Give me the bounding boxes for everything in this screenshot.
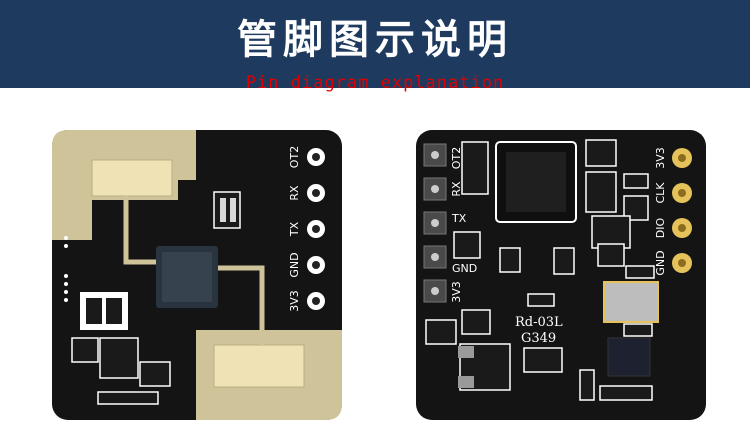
left-board — [52, 130, 342, 420]
right-label-ot2: OT2 — [450, 147, 463, 169]
model-label: Rd-03L — [515, 315, 563, 330]
left-pin-headers — [307, 148, 325, 310]
right-board — [416, 130, 706, 420]
right-pin-label-clk: CLK — [654, 182, 667, 204]
left-pin-label-gnd: GND — [288, 252, 301, 277]
page-title: 管脚图示说明 — [237, 17, 513, 63]
header-banner — [0, 0, 750, 88]
left-pin-label-tx: TX — [288, 221, 301, 237]
right-pin-label-gnd: GND — [654, 250, 667, 275]
left-pin-label-rx: RX — [288, 185, 301, 201]
right-pin-label-3v3: 3V3 — [654, 147, 667, 169]
right-left-pads — [423, 143, 447, 303]
right-pin-label-dio: DIO — [654, 217, 667, 238]
left-pin-label-3v3: 3V3 — [288, 290, 301, 312]
right-label-rx: RX — [450, 181, 463, 197]
right-label-tx: TX — [451, 212, 467, 225]
page-subtitle: Pin diagram explanation — [245, 73, 505, 93]
right-gold-pins — [672, 148, 692, 273]
right-label-3v3: 3V3 — [450, 281, 463, 303]
code-label: G349 — [521, 331, 556, 346]
left-pin-label-ot2: OT2 — [288, 146, 301, 168]
right-label-gnd: GND — [452, 262, 477, 275]
